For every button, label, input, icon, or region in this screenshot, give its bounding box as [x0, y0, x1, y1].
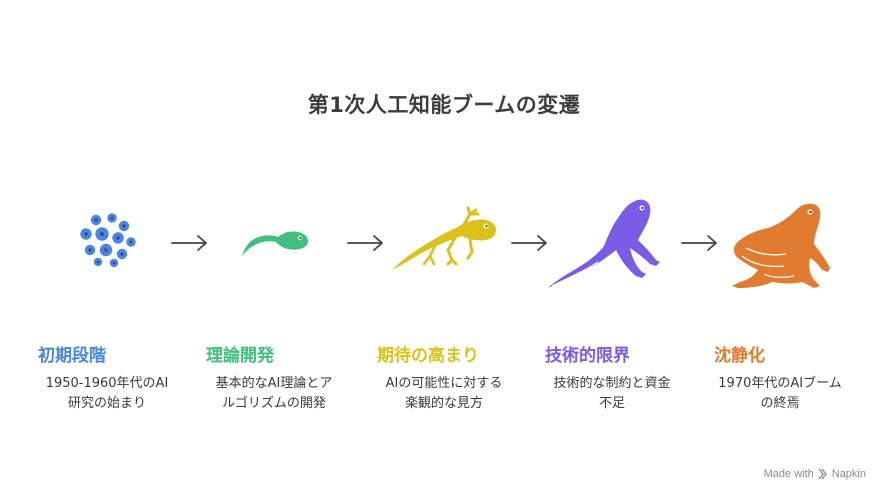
stage-description: 技術的な制約と資金 不足: [553, 376, 671, 411]
frog-eggs-icon: [78, 211, 138, 269]
stage-description: 1970年代のAIブーム の終焉: [718, 376, 842, 411]
stage-heading: 理論開発: [206, 346, 274, 366]
arrow-right-icon: [511, 235, 547, 251]
stage-heading: 期待の高まり: [377, 346, 479, 366]
stage-description: 基本的なAI理論とア ルゴリズムの開発: [215, 376, 333, 411]
arrow-right-icon: [347, 235, 383, 251]
credit-prefix: Made with: [763, 468, 814, 480]
frog-icon: [732, 203, 830, 288]
arrow-right-icon: [681, 235, 717, 251]
stage-heading: 初期段階: [38, 346, 106, 366]
napkin-credit[interactable]: Made with Napkin: [764, 468, 866, 480]
froglet-icon: [548, 199, 660, 288]
stage-heading: 技術的限界: [545, 346, 630, 366]
stage-description: 1950-1960年代のAI 研究の始まり: [45, 376, 169, 411]
stage-description: AIの可能性に対する 楽観的な見方: [385, 376, 503, 411]
tadpole-legs-icon: [392, 206, 496, 270]
napkin-logo-icon: [818, 468, 827, 480]
stage-heading: 沈静化: [714, 346, 765, 366]
credit-brand: Napkin: [831, 468, 866, 480]
arrow-right-icon: [171, 235, 207, 251]
diagram-title: 第1次人工知能ブームの変遷: [307, 93, 581, 117]
tadpole-icon: [242, 231, 308, 257]
